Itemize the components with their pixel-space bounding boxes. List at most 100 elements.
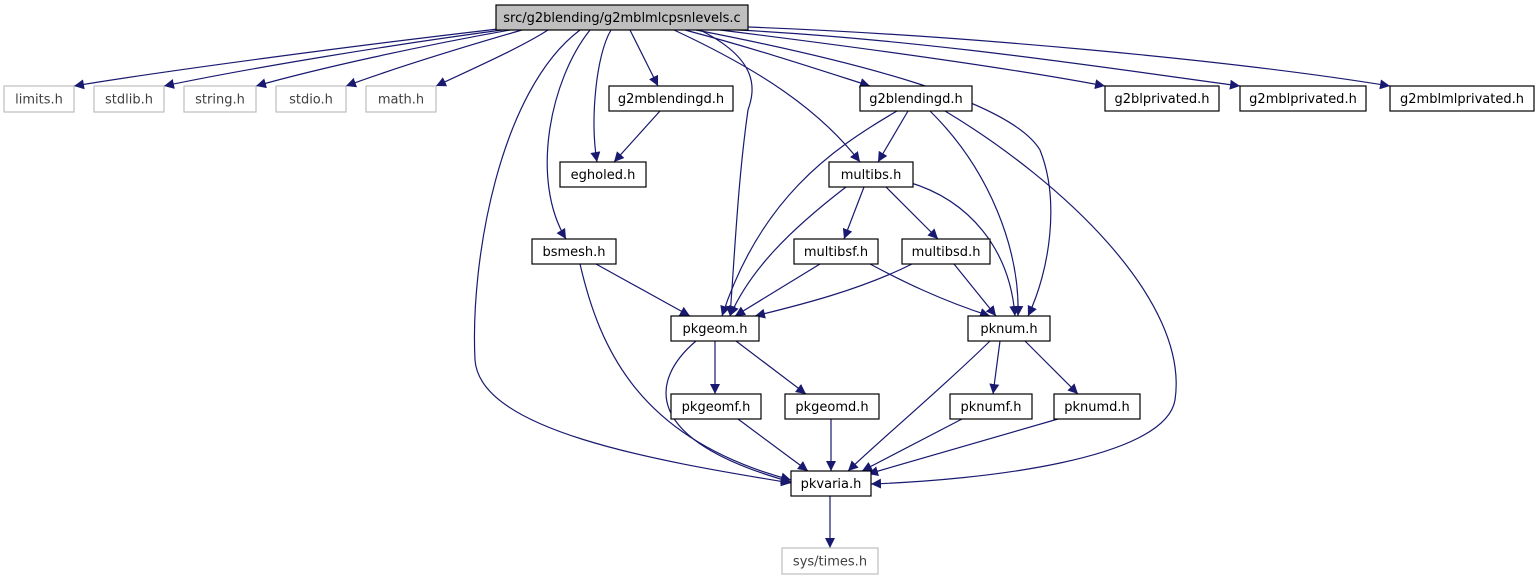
node-label: pkvaria.h [801,477,862,492]
node-box [495,4,749,31]
edge-line [684,29,871,88]
node-stdio: stdio.h [275,85,347,113]
node-box [93,85,165,113]
edge-root-to-g2mblmlprivated [747,26,1391,90]
edge-line [699,29,753,317]
edge-line [595,263,691,317]
node-g2mblmlprivated[interactable]: g2mblmlprivated.h [1389,85,1535,112]
node-label: g2mblendingd.h [618,92,724,107]
node-g2mblprivated[interactable]: g2mblprivated.h [1239,85,1367,112]
edge-root-to-g2blprivated [719,29,1106,90]
edge-root-to-pkvaria [473,29,792,487]
node-pknumd[interactable]: pknumd.h [1053,393,1141,420]
edge-line [1024,340,1079,395]
edge-root-to-stdio [345,29,523,88]
edge-line [665,340,792,485]
node-multibs[interactable]: multibs.h [828,161,914,188]
node-box [275,85,347,113]
edge-line [735,340,807,395]
node-label: stdio.h [289,93,333,108]
node-label: pknumf.h [961,400,1022,415]
node-label: pknum.h [980,322,1037,337]
node-pkgeomf[interactable]: pkgeomf.h [670,393,762,420]
edge-pknumf-to-pkvaria [861,418,963,472]
edge-root-to-pknum [695,29,1052,317]
edge-line [473,29,792,487]
node-pknumf[interactable]: pknumf.h [949,393,1033,420]
node-box [1053,393,1141,420]
node-string: string.h [183,85,257,113]
edge-root-to-multibs [673,29,861,163]
node-multibsd[interactable]: multibsd.h [901,238,991,265]
edge-line [737,418,809,472]
edge-line [673,29,861,163]
edge-multibs-to-pkgeom [729,186,847,317]
node-label: pkgeomf.h [682,400,751,415]
edge-pkgeom-to-pkgeomd [735,340,807,395]
edge-pkgeomf-to-pkvaria [737,418,809,472]
node-pkgeomd[interactable]: pkgeomd.h [784,393,880,420]
edge-bsmesh-to-pkgeom [595,263,691,317]
edge-line [255,29,511,89]
node-pkvaria[interactable]: pkvaria.h [790,470,872,497]
node-label: multibsd.h [912,245,981,260]
edge-line [747,26,1391,90]
edge-line [546,29,591,240]
edge-line [870,110,1177,489]
node-box [365,85,437,113]
edge-line [842,186,865,240]
node-label: sys/times.h [793,555,867,570]
edge-g2blendingd-to-pkvaria [870,110,1177,489]
edge-multibsf-to-pkgeom [734,263,821,317]
node-limits: limits.h [3,85,75,113]
edge-line [907,181,1020,317]
node-box [901,238,991,265]
node-g2blendingd[interactable]: g2blendingd.h [859,85,973,112]
edge-line [734,263,821,317]
edge-line [885,186,939,240]
node-label: g2blendingd.h [869,92,963,107]
node-box [790,470,872,497]
edge-root-to-limits [73,28,499,90]
node-bsmesh[interactable]: bsmesh.h [531,238,617,265]
node-multibsf[interactable]: multibsf.h [793,238,879,265]
node-label: src/g2blending/g2mblmlcpsnlevels.c [503,11,740,26]
node-label: g2blprivated.h [1115,92,1210,107]
node-label: string.h [195,93,245,108]
edge-g2blendingd-to-pkgeom [720,110,898,317]
edge-root-to-stdlib [163,29,503,89]
node-label: bsmesh.h [542,245,605,260]
node-box [183,85,257,113]
node-box [781,547,879,575]
edge-pknum-to-pkvaria [847,340,991,472]
node-root[interactable]: src/g2blending/g2mblmlcpsnlevels.c [495,4,749,31]
node-label: pknumd.h [1064,400,1130,415]
node-label: multibsf.h [804,245,868,260]
edge-bsmesh-to-pkvaria [579,263,792,483]
edge-line [73,28,499,90]
edges-layer [73,26,1391,548]
edge-line [847,340,991,472]
node-box [793,238,879,265]
edge-line [869,263,991,318]
node-label: limits.h [15,93,63,108]
node-box [3,85,75,113]
node-g2blprivated[interactable]: g2blprivated.h [1104,85,1220,112]
edge-root-to-g2mblendingd [629,29,659,87]
edge-pkgeom-to-pkvaria [665,340,792,485]
node-g2mblendingd[interactable]: g2mblendingd.h [608,85,734,112]
edge-line [720,110,898,317]
node-egholed[interactable]: egholed.h [559,161,647,188]
node-box [531,238,617,265]
node-math: math.h [365,85,437,113]
edge-line [163,29,503,89]
node-label: math.h [378,93,424,108]
edge-multibsd-to-pknum [953,263,997,317]
node-pknum[interactable]: pknum.h [967,315,1051,342]
node-pkgeom[interactable]: pkgeom.h [670,315,760,342]
edge-line [929,110,1024,317]
edge-root-to-string [255,29,511,89]
node-label: stdlib.h [105,93,153,108]
edge-line [861,418,963,472]
edge-line [695,29,1052,317]
